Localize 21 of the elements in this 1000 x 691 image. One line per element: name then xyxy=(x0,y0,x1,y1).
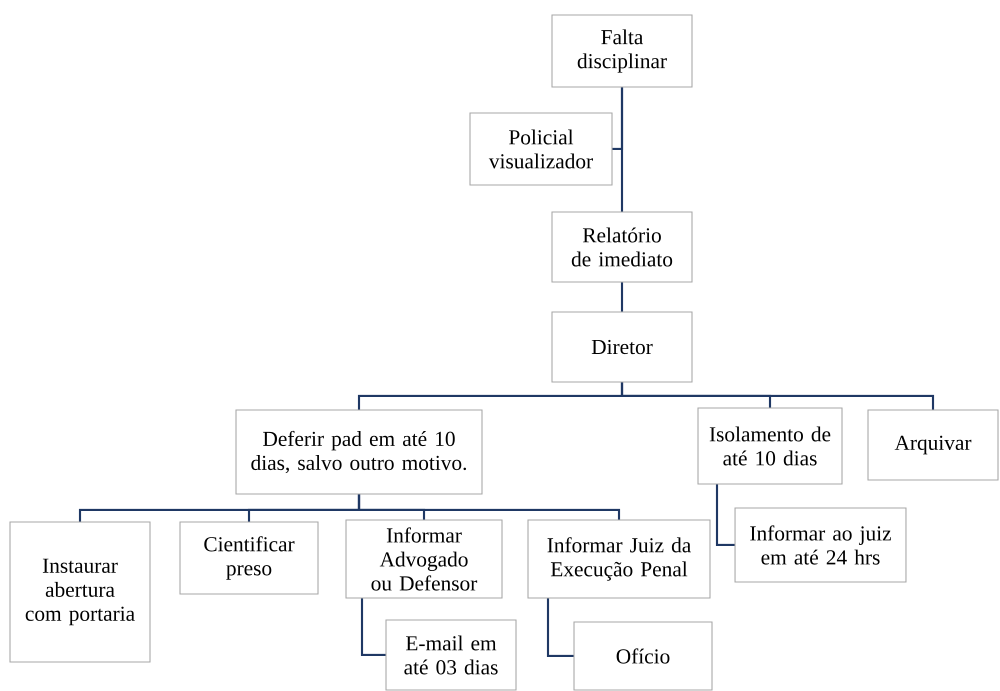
connector-line xyxy=(620,282,624,312)
connector-line xyxy=(358,494,620,520)
connector-line xyxy=(620,382,934,410)
connector-line xyxy=(716,484,734,546)
connector-line xyxy=(546,598,574,658)
process-box: Informar Juiz da Execução Penal xyxy=(527,519,711,599)
connector-line xyxy=(620,88,624,212)
process-box: Informar ao juiz em até 24 hrs xyxy=(734,507,906,583)
process-box: Deferir pad em até 10 dias, salvo outro motivo. xyxy=(235,409,483,495)
process-box: Diretor xyxy=(551,311,693,383)
process-box: Isolamento de até 10 dias xyxy=(697,407,843,485)
process-box: Informar Advogado ou Defensor xyxy=(345,519,503,599)
process-box: Instaurar abertura com portaria xyxy=(9,521,151,663)
process-box: Cientificar preso xyxy=(179,521,319,595)
process-box: Ofício xyxy=(573,621,713,691)
process-box: E-mail em até 03 dias xyxy=(385,619,517,691)
process-box: Relatório de imediato xyxy=(551,211,693,283)
process-box: Arquivar xyxy=(867,409,999,481)
connector-line xyxy=(360,598,386,656)
process-box: Policial visualizador xyxy=(469,112,613,186)
process-box: Falta disciplinar xyxy=(551,14,693,88)
